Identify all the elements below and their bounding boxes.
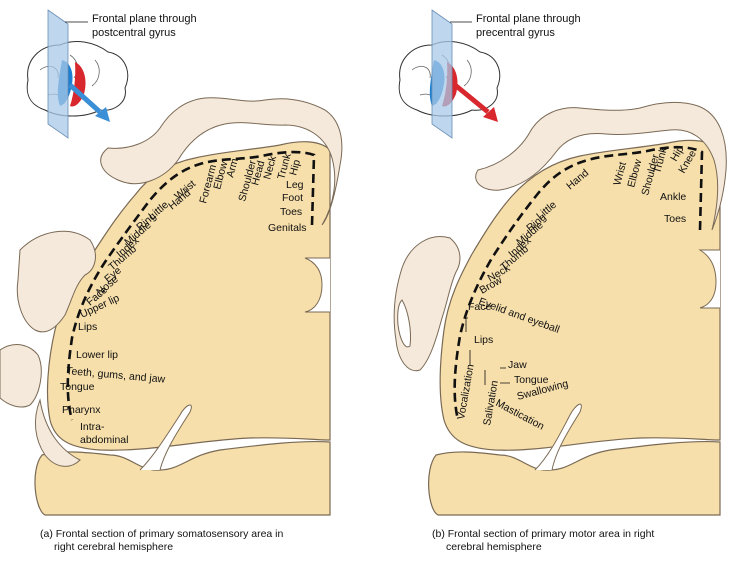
panel-a: Frontal plane through postcentral gyrus … [0,10,342,515]
label-pharynx: Pharynx [62,404,101,416]
label-lips: Lips [78,321,97,333]
panel-b-lower-lobes [429,442,720,515]
panel-b: Frontal plane through precentral gyrus T… [394,10,726,515]
panel-b-plane-label-line2: precentral gyrus [476,27,555,39]
panel-a-caption: (a) Frontal section of primary somatosen… [40,528,370,554]
panel-b-caption: (b) Frontal section of primary motor are… [432,528,732,554]
panel-b-caption-line2: cerebral hemisphere [432,541,732,554]
panel-a-plane-label-line1: Frontal plane through [92,13,197,25]
label-abdominal: abdominal [80,434,128,446]
label-intra: Intra- [80,421,105,433]
panel-a-brain-icon [27,41,128,116]
label-toes: Toes [280,206,302,218]
panel-b-caption-line1: (b) Frontal section of primary motor are… [432,528,732,541]
label-lips: Lips [474,334,493,346]
label-genitals: Genitals [268,222,307,234]
panel-a-homunculus-tongue [0,345,41,407]
panel-a-lower-lobes [35,442,330,515]
label-leg: Leg [286,179,304,191]
label-jaw: Jaw [508,359,527,371]
panel-a-caption-line2: right cerebral hemisphere [40,541,370,554]
label-ankle: Ankle [660,191,686,203]
panel-a-caption-line1: (a) Frontal section of primary somatosen… [40,528,370,541]
panel-a-plane-label-line2: postcentral gyrus [92,27,176,39]
panel-b-frontal-plane [432,10,452,138]
panel-b-plane-label-line1: Frontal plane through [476,13,581,25]
label-face: Face [468,301,492,313]
panel-a-frontal-plane [48,10,68,138]
label-toes: Toes [664,213,686,225]
label-foot: Foot [282,192,303,204]
label-tongue: Tongue [60,381,95,393]
label-lower-lip: Lower lip [76,349,118,361]
